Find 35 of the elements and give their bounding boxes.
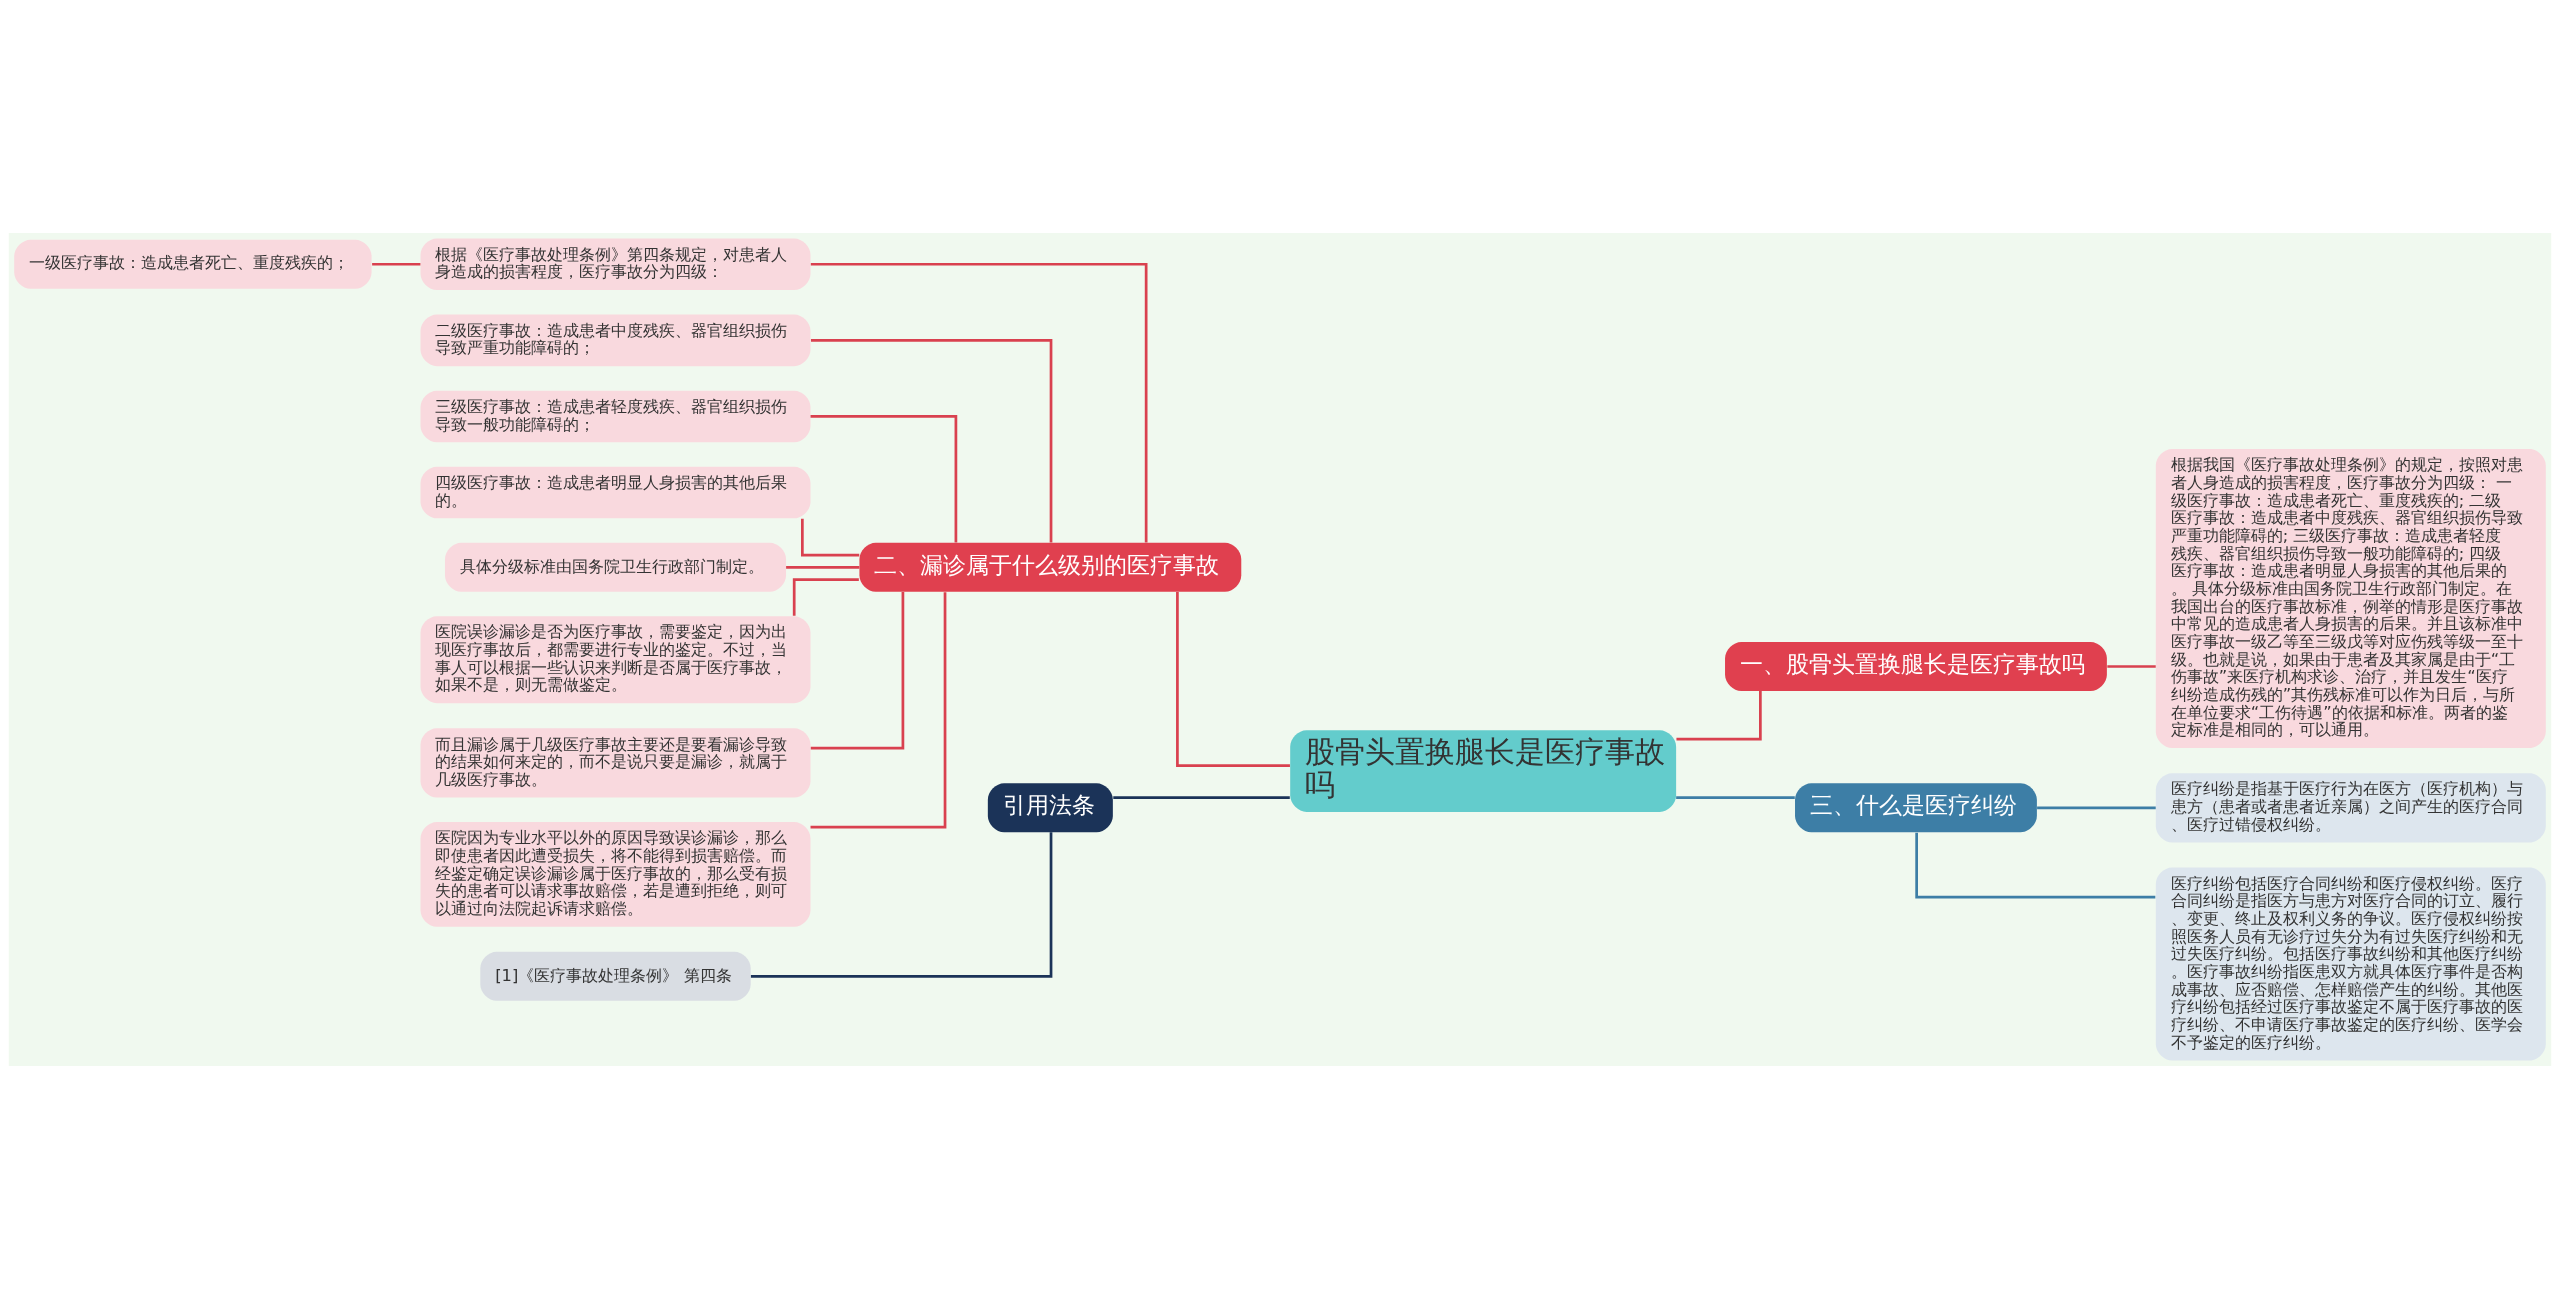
node-box: 一级医疗事故：造成患者死亡、重度残疾的； [14, 239, 372, 289]
node-box: 具体分级标准由国务院卫生行政部门制定。 [444, 542, 787, 592]
connector [786, 565, 860, 569]
connector [1676, 691, 1762, 741]
node-box: 医院误诊漏诊是否为医疗事故，需要鉴定，因为出现医疗事故后，都需要进行专业的鉴定。不过，当事人可以根据一些认识来判断是否属于医疗事故，如果不是，则无需做鉴定。 [420, 616, 811, 704]
node-box: 医疗纠纷包括医疗合同纠纷和医疗侵权纠纷。医疗合同纠纷是指医方与患方对医疗合同的订立、履行、变更、终止及权利义务的争议。医疗侵权纠纷按照医务人员有无诊疗过失分为有过失医疗纠纷和无过失医疗纠纷。包括医疗事故纠纷和其他医疗纠纷。医疗事故纠纷指医患双方就具体医疗事件是否构成事故、应否赔偿、怎样赔偿产生的纠纷。其他医疗纠纷包括经过医疗事故鉴定不属于医疗事故的医疗纠纷、不申请医疗事故鉴定的医疗纠纷、医学会不予鉴定的医疗纠纷。 [2155, 867, 2546, 1061]
node-box: 根据我国《医疗事故处理条例》的规定，按照对患者人身造成的损害程度，医疗事故分为四级： 一级医疗事故：造成患者死亡、重度残疾的; 二级医疗事故：造成患者中度残疾、器官组织损伤导致严重功能障碍的; 三级医疗事故：造成患者轻度残疾、器官组织损伤导致一般功能障碍的; 四级医疗事故：造成患者明显人身损害的其他后果的。 具体分级标准由国务院卫生行政部门制定。在我国出台的医疗事故标准，例举的情形是医疗事故中常见的造成患者人身损害的后果。并且该标准中医疗事故一级乙等至三级戊等对应伤残等级一至十级。也就是说，如果由于患者及其家属是由于“工伤事故”来医疗机构求诊、治疗，并且发生“医疗纠纷造成伤残的”其伤残标准可以作为日后，与所在单位要求“工伤待遇”的依据和标准。两者的鉴定标准是相同的，可以通用。 [2155, 449, 2546, 748]
connector [810, 262, 1148, 543]
node-box: 而且漏诊属于几级医疗事故主要还是要看漏诊导致的结果如何来定的，而不是说只要是漏诊，就属于几级医疗事故。 [420, 728, 811, 798]
node-box: 三、什么是医疗纠纷 [1795, 783, 2037, 833]
connector [1176, 592, 1290, 768]
node-box: 三级医疗事故：造成患者轻度残疾、器官组织损伤导致一般功能障碍的； [420, 390, 811, 443]
node-box: 四级医疗事故：造成患者明显人身损害的其他后果的。 [420, 466, 811, 519]
connector [792, 578, 859, 616]
connector [810, 592, 947, 829]
connector [801, 518, 860, 557]
connector [750, 832, 1053, 978]
connector [810, 592, 905, 750]
node-box: 根据《医疗事故处理条例》第四条规定，对患者人身造成的损害程度，医疗事故分为四级： [420, 238, 811, 291]
node-box: 二、漏诊属于什么级别的医疗事故 [859, 542, 1242, 592]
connector [810, 415, 958, 543]
connector [2037, 806, 2156, 810]
connector [1113, 796, 1290, 799]
connector [1676, 796, 1795, 799]
connector [1915, 832, 2156, 899]
node-box: [1]《医疗事故处理条例》 第四条 [480, 951, 751, 1001]
node-box: 医院因为专业水平以外的原因导致误诊漏诊，那么即使患者因此遭受损失，将不能得到损害赔偿。而经鉴定确定误诊漏诊属于医疗事故的，那么受有损失的患者可以请求事故赔偿，若是遭到拒绝，则可以通过向法院起诉请求赔偿。 [420, 822, 811, 927]
node-box: 引用法条 [987, 783, 1113, 833]
node-box: 医疗纠纷是指基于医疗行为在医方（医疗机构）与患方（患者或者患者近亲属）之间产生的医疗合同、医疗过错侵权纠纷。 [2155, 773, 2546, 843]
node-box: 股骨头置换腿长是医疗事故吗 [1290, 730, 1677, 812]
node-box: 二级医疗事故：造成患者中度残疾、器官组织损伤导致严重功能障碍的； [420, 314, 811, 367]
connector [2107, 665, 2156, 668]
connector [810, 339, 1053, 543]
node-box: 一、股骨头置换腿长是医疗事故吗 [1725, 642, 2107, 691]
connector [372, 262, 421, 266]
